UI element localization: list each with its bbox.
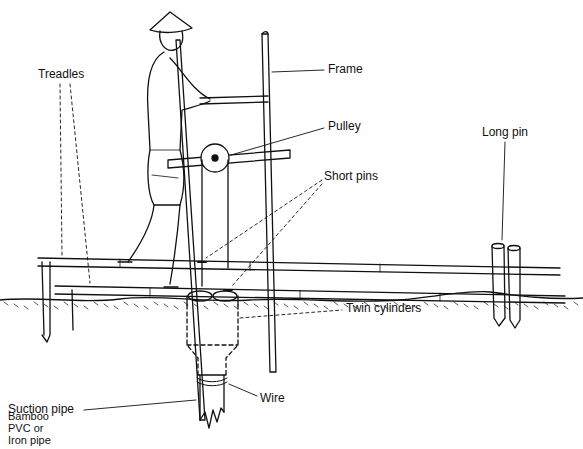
cylinder-top <box>213 291 237 301</box>
ground-texture-stroke <box>444 306 448 309</box>
ground-texture-stroke <box>134 304 138 307</box>
long-pin-post <box>508 248 520 328</box>
leader-line <box>206 180 322 258</box>
ground-texture-stroke <box>474 306 478 309</box>
pole-top <box>262 32 268 34</box>
pulley-axle <box>212 155 218 161</box>
ground-texture-stroke <box>54 306 58 309</box>
arm <box>170 58 210 99</box>
cylinder-body <box>187 305 238 375</box>
leg <box>128 205 180 284</box>
leader-line <box>240 310 342 318</box>
ground-texture-stroke <box>564 306 568 309</box>
lower-treadle <box>55 286 565 303</box>
ground-texture-stroke <box>554 304 558 307</box>
part-label: Twin cylinders <box>346 302 421 315</box>
pulley-wheel <box>201 144 229 172</box>
ground-texture-stroke <box>24 306 28 309</box>
upper-treadle <box>38 258 560 275</box>
ground-texture-stroke <box>224 304 228 307</box>
material-note: Bamboo PVC or Iron pipe <box>8 410 62 446</box>
part-label: Wire <box>260 392 285 405</box>
ground-texture-stroke <box>284 304 288 307</box>
pipe-end <box>200 408 224 428</box>
part-label: Treadles <box>38 68 84 81</box>
cylinder-wall <box>187 296 238 305</box>
ground-texture-stroke <box>44 304 48 307</box>
ground-texture-stroke <box>64 302 68 305</box>
ground-texture-stroke <box>104 304 108 307</box>
part-label: Short pins <box>324 170 378 183</box>
ground-texture-stroke <box>334 302 338 305</box>
ground-texture-stroke <box>214 302 218 305</box>
ground-texture-stroke <box>484 302 488 305</box>
wire-band <box>197 378 227 386</box>
post-top <box>492 244 504 249</box>
frame-pole <box>262 34 276 372</box>
ground-texture-stroke <box>94 302 98 305</box>
ground-texture-stroke <box>144 306 148 309</box>
stake <box>42 262 50 342</box>
torso <box>148 52 210 205</box>
part-label: Frame <box>328 63 363 76</box>
ground-texture-stroke <box>304 302 308 305</box>
ground-texture-stroke <box>254 304 258 307</box>
garment-fold <box>150 150 180 178</box>
ground-texture-stroke <box>154 302 158 305</box>
ground-texture-stroke <box>4 302 8 305</box>
head <box>160 31 183 50</box>
ground-texture-stroke <box>324 306 328 309</box>
part-label: Pulley <box>328 120 361 133</box>
leader-line <box>70 84 90 283</box>
ground-texture <box>4 302 578 309</box>
rope <box>202 160 228 286</box>
ground-texture-stroke <box>494 304 498 307</box>
leader-line <box>231 128 324 155</box>
ground-texture-stroke <box>314 304 318 307</box>
leader-line <box>60 84 62 255</box>
ground-texture-stroke <box>34 302 38 305</box>
leader-line <box>232 184 322 286</box>
leader-line <box>229 384 257 396</box>
bamboo-node <box>120 259 440 301</box>
long-pin-post <box>492 246 505 326</box>
ground-texture-stroke <box>524 304 528 307</box>
part-label: Long pin <box>482 126 528 139</box>
ground-texture-stroke <box>74 304 78 307</box>
handle-bar <box>200 96 268 104</box>
leader-line <box>502 142 505 240</box>
frame-pole <box>176 40 205 420</box>
ground-texture-stroke <box>294 306 298 309</box>
leader-line <box>84 400 196 410</box>
stake <box>72 290 73 330</box>
ground-texture-stroke <box>124 302 128 305</box>
cylinder-top <box>188 291 212 301</box>
foot <box>118 262 178 287</box>
hat <box>150 12 192 32</box>
ground-texture-stroke <box>434 304 438 307</box>
ground-texture-stroke <box>164 304 168 307</box>
ground-texture-stroke <box>204 306 208 309</box>
leader-lines <box>60 84 342 318</box>
ground-line <box>0 292 583 302</box>
ground-texture-stroke <box>174 306 178 309</box>
ground-texture-stroke <box>424 302 428 305</box>
ground-texture-stroke <box>84 306 88 309</box>
short-pin <box>198 262 232 290</box>
post-top <box>508 246 520 251</box>
ground-texture-stroke <box>464 304 468 307</box>
leader-line <box>272 70 324 72</box>
ground-texture-stroke <box>244 302 248 305</box>
ground-texture-stroke <box>534 306 538 309</box>
ground-texture-stroke <box>454 302 458 305</box>
ground-texture-stroke <box>264 306 268 309</box>
ground-texture-stroke <box>14 304 18 307</box>
ground-texture-stroke <box>114 306 118 309</box>
ground-texture-stroke <box>574 302 578 305</box>
